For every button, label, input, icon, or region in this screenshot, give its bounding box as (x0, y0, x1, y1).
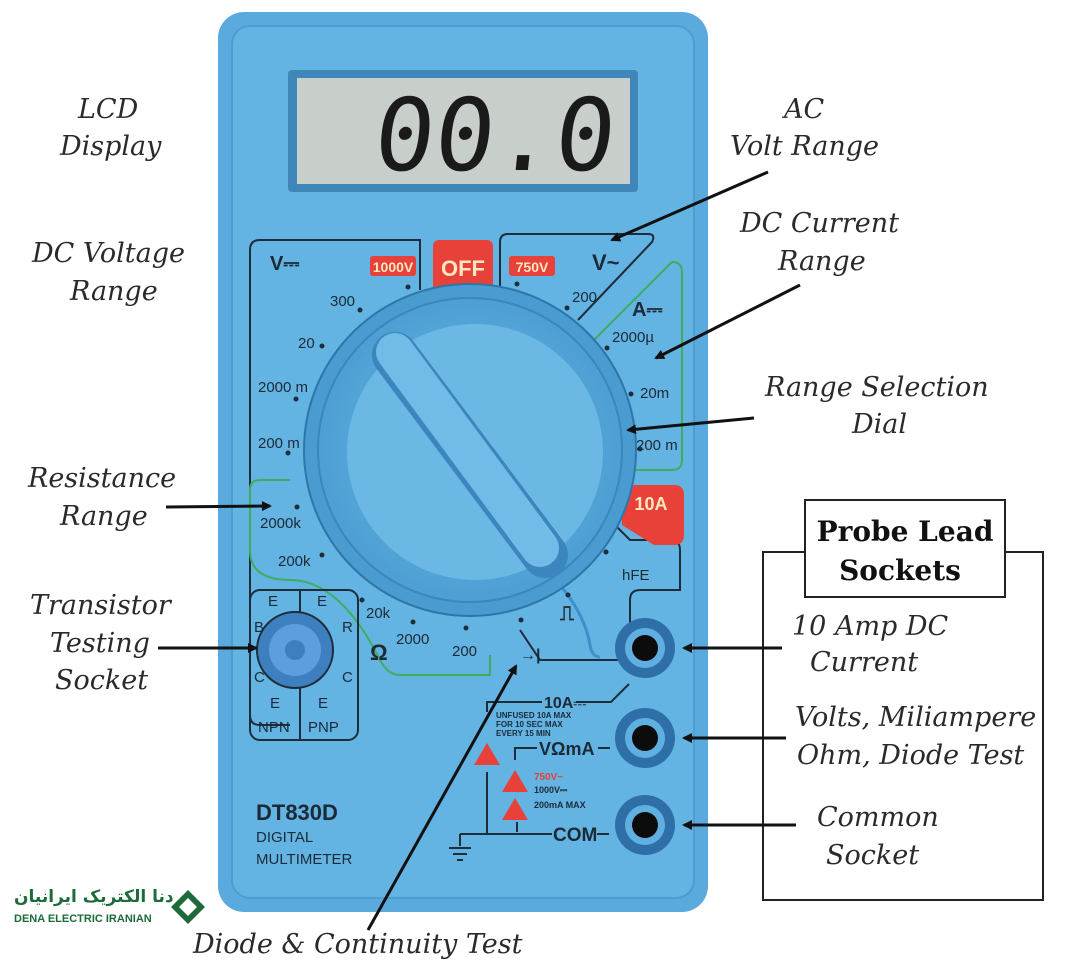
dial-knob-pointer[interactable] (372, 332, 568, 578)
dcv-ranges: 300 20 2000 m 200 m 200 2000µ 20m 200 m … (258, 281, 678, 665)
fine-print: 750V~ (534, 772, 563, 783)
pin-label: E (270, 695, 280, 712)
terminal-labels: 10A⎓ UNFUSED 10A MAX FOR 10 SEC MAX EVER… (449, 683, 630, 861)
badge-1000v-bg (370, 256, 416, 276)
arrow-ac-volt (610, 170, 769, 242)
company-logo: دنا الکتریک ایرانیان DENA ELECTRIC IRANI… (14, 887, 205, 925)
range-acv-200[interactable]: 200 (572, 289, 597, 306)
model-line1: DIGITAL (256, 829, 313, 846)
ground-icon (449, 834, 471, 861)
fine-print: EVERY 15 MIN (496, 729, 551, 738)
diode-symbol[interactable]: →| (520, 647, 540, 664)
pin-label: R (342, 619, 353, 636)
arrow-diode (366, 664, 518, 931)
range-dca-20m[interactable]: 20m (640, 385, 669, 402)
npn-label: NPN (258, 719, 290, 736)
range-dcv-200m[interactable]: 200 m (258, 435, 300, 452)
lcd-display: 00.0 (288, 70, 638, 194)
fine-print: UNFUSED 10A MAX (496, 711, 572, 720)
range-dca-200m[interactable]: 200 m (636, 437, 678, 454)
dc-amps-symbol: A⎓ (632, 299, 662, 321)
range-selection-dial[interactable] (303, 283, 637, 617)
transistor-socket-panel: E B C E E R C E NPN PNP (249, 589, 359, 741)
socket-vohm-ma[interactable] (615, 708, 675, 768)
range-ohm-2000[interactable]: 2000 (396, 631, 429, 648)
square-wave-icon: ⎍ (560, 603, 574, 625)
arrow-range-dial (626, 416, 755, 435)
range-dcv-2000m[interactable]: 2000 m (258, 379, 308, 396)
pin-label: C (342, 669, 353, 686)
fine-print: FOR 10 SEC MAX (496, 720, 563, 729)
pnp-label: PNP (308, 719, 339, 736)
annotation-diode: Diode & Continuity Test (192, 929, 523, 960)
fine-print: 200mA MAX (534, 800, 586, 810)
logo-latin: DENA ELECTRIC IRANIAN (14, 913, 152, 925)
badge-1000v: 1000V (373, 259, 414, 275)
label-10a: 10A (634, 494, 667, 514)
position-10a[interactable]: 10A (622, 485, 684, 545)
range-dcv-300[interactable]: 300 (330, 293, 355, 310)
terminal-label-com: COM (553, 825, 597, 846)
pin-label: E (318, 695, 328, 712)
pin-label: E (268, 593, 278, 610)
socket-com[interactable] (615, 795, 675, 855)
fine-print-10a: UNFUSED 10A MAX FOR 10 SEC MAX EVERY 15 … (496, 711, 572, 738)
model-name: DT830D (256, 800, 338, 825)
terminal-label-vohm-ma: VΩmA (539, 739, 594, 759)
arrow-resistance (165, 501, 272, 512)
range-ohm-200k[interactable]: 200k (278, 553, 311, 570)
warning-icon (474, 743, 500, 765)
range-dcv-20[interactable]: 20 (298, 335, 315, 352)
pin-label: E (317, 593, 327, 610)
pin-label: B (254, 619, 264, 636)
off-label: OFF (441, 256, 485, 281)
arrow-dc-current (654, 283, 801, 360)
socket-10a[interactable] (615, 618, 675, 678)
model-line2: MULTIMETER (256, 851, 353, 868)
range-ohm-20k[interactable]: 20k (366, 605, 391, 622)
dial-panel-outlines (249, 233, 683, 726)
position-hfe[interactable]: hFE (622, 567, 650, 584)
warning-icon (502, 770, 528, 792)
warning-icon (502, 798, 528, 820)
ac-volts-symbol: V~ (592, 250, 620, 275)
fine-print: 1000V⎓ (534, 785, 568, 795)
lcd-reading: 00.0 (369, 77, 622, 194)
logo-persian: دنا الکتریک ایرانیان (14, 887, 174, 907)
range-dca-2000u[interactable]: 2000µ (612, 329, 654, 346)
dc-volts-symbol: V⎓ (270, 253, 299, 275)
pin-label: C (254, 669, 265, 686)
range-ohm-2000k[interactable]: 2000k (260, 515, 301, 532)
badge-750v: 750V (516, 259, 549, 275)
badge-750v-bg (509, 256, 555, 276)
ohm-symbol: Ω (370, 640, 388, 665)
terminal-label-10a: 10A⎓ (544, 695, 586, 712)
range-ohm-200[interactable]: 200 (452, 643, 477, 660)
off-position[interactable]: OFF (433, 240, 493, 292)
